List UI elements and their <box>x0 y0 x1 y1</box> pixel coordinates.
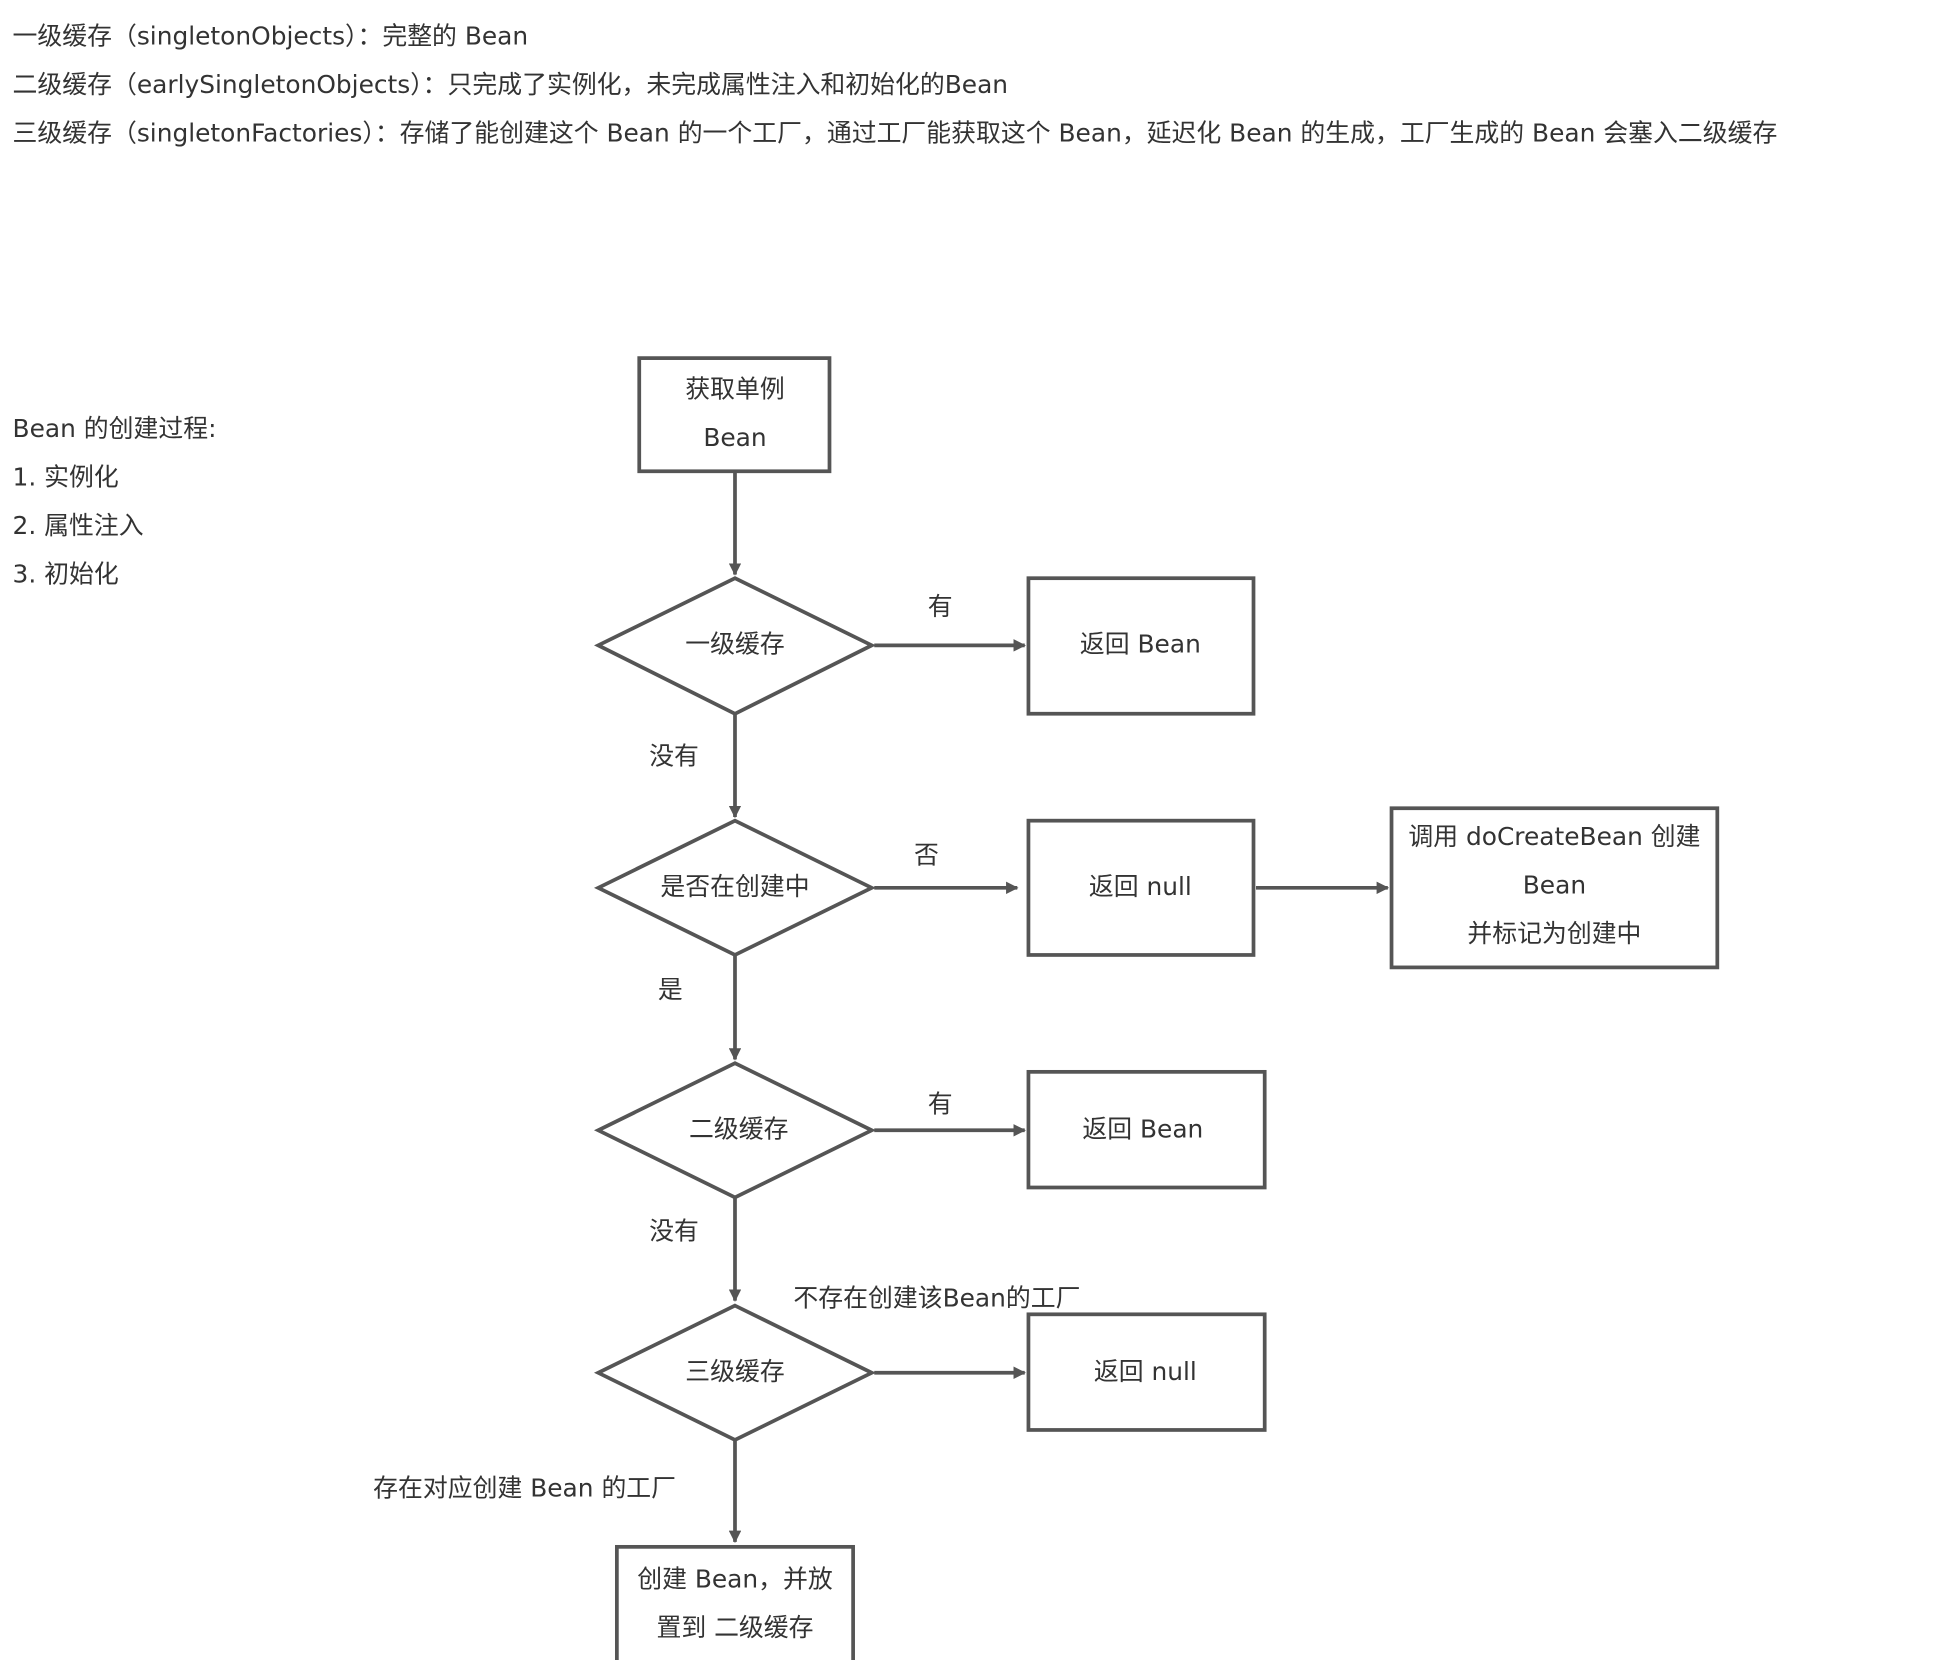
d4-label: 三级缓存 <box>685 1357 784 1386</box>
d4-no-label: 不存在创建该Bean的工厂 <box>793 1283 1080 1312</box>
create-bean-box <box>614 1544 855 1660</box>
d3-yes-label: 有 <box>928 1089 953 1118</box>
do-create-bean-box <box>1389 806 1720 970</box>
d1-no-label: 没有 <box>649 741 699 770</box>
d2-no-label: 否 <box>914 841 939 870</box>
steps-title: Bean 的创建过程: <box>13 414 217 443</box>
return-bean-box-2 <box>1026 1069 1267 1190</box>
return-null-box-2 <box>1026 1312 1267 1432</box>
start-label-1: 获取单例 <box>685 374 784 403</box>
step-3: 3. 初始化 <box>13 560 119 589</box>
create-label-2: Bean <box>1523 871 1586 900</box>
d1-yes-label: 有 <box>928 592 953 621</box>
step-1: 1. 实例化 <box>13 463 119 492</box>
start-box <box>637 356 832 474</box>
start-label-2: Bean <box>703 423 766 452</box>
r1-label: 返回 Bean <box>1080 629 1201 658</box>
create-label-3: 并标记为创建中 <box>1467 919 1641 948</box>
end-label-2: 置到 二级缓存 <box>656 1613 813 1642</box>
create-label-1: 调用 doCreateBean 创建 <box>1408 822 1700 851</box>
end-label-1: 创建 Bean，并放 <box>637 1564 833 1593</box>
d2-label: 是否在创建中 <box>660 872 809 901</box>
r3-label: 返回 Bean <box>1082 1114 1203 1143</box>
header-line-2: 二级缓存（earlySingletonObjects）：只完成了实例化，未完成属… <box>13 70 1009 99</box>
header-line-3: 三级缓存（singletonFactories）：存储了能创建这个 Bean 的… <box>13 118 1778 147</box>
r2-label: 返回 null <box>1089 872 1192 901</box>
d4-yes-label: 存在对应创建 Bean 的工厂 <box>373 1474 676 1503</box>
return-null-box-1 <box>1026 818 1256 957</box>
d3-label: 二级缓存 <box>689 1114 788 1143</box>
r4-label: 返回 null <box>1094 1357 1197 1386</box>
d3-no-label: 没有 <box>649 1216 699 1245</box>
d2-yes-label: 是 <box>658 975 683 1004</box>
header-line-1: 一级缓存（singletonObjects）：完整的 Bean <box>13 21 529 50</box>
return-bean-box-1 <box>1026 576 1256 716</box>
step-2: 2. 属性注入 <box>13 511 144 540</box>
d1-label: 一级缓存 <box>685 629 784 658</box>
